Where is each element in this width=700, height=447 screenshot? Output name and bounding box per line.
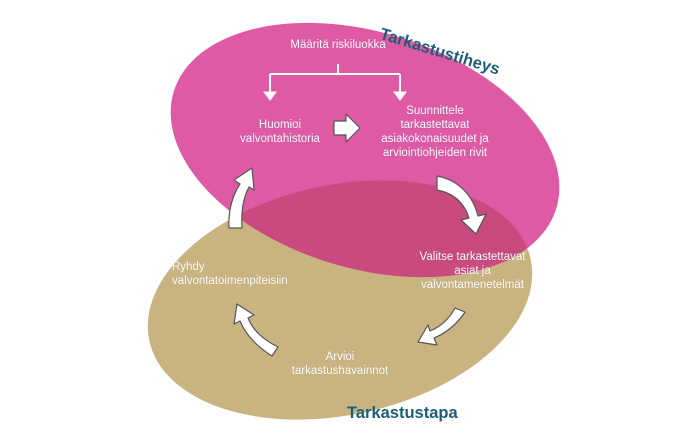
arrow-curve-down-icon [436, 175, 487, 235]
step-act: Ryhdy valvontatoimenpiteisiin [172, 260, 302, 288]
step-act-line-2: valvontatoimenpiteisiin [172, 275, 288, 287]
step-plan-line-1: Suunnittele [406, 105, 464, 117]
arrow-right-icon [333, 113, 361, 143]
step-history-line-2: valvontahistoria [240, 133, 320, 145]
step-history: Huomioi valvontahistoria [225, 118, 335, 146]
step-select-line-3: valvontamenetelmät [421, 279, 524, 291]
step-assess-line-2: tarkastushavainnot [291, 365, 389, 377]
step-plan-line-3: asiakokonaisuudet ja [381, 133, 489, 145]
step-assess: Arvioi tarkastushavainnot [280, 350, 400, 378]
step-history-line-1: Huomioi [258, 119, 302, 131]
step-plan-line-4: arviointiohjeiden rivit [382, 147, 488, 159]
arrow-left-up-icon [233, 303, 279, 357]
bottom-ellipse-title: Tarkastustapa [347, 404, 458, 422]
step-plan: Suunnittele tarkastettavat asiakokonaisu… [360, 104, 510, 160]
step-select: Valitse tarkastettavat asiat ja valvonta… [400, 250, 545, 292]
step-select-line-2: asiat ja [454, 265, 491, 277]
step-plan-line-2: tarkastettavat [400, 119, 470, 131]
step-risk-class: Määritä riskiluokka [290, 39, 386, 51]
arrow-down-left-icon [417, 307, 466, 346]
bracket-split-arrow-icon [263, 64, 407, 101]
step-select-line-1: Valitse tarkastettavat [419, 251, 526, 263]
step-act-line-1: Ryhdy [172, 261, 205, 273]
arrow-up-icon [228, 167, 255, 229]
step-assess-line-1: Arvioi [325, 351, 355, 363]
